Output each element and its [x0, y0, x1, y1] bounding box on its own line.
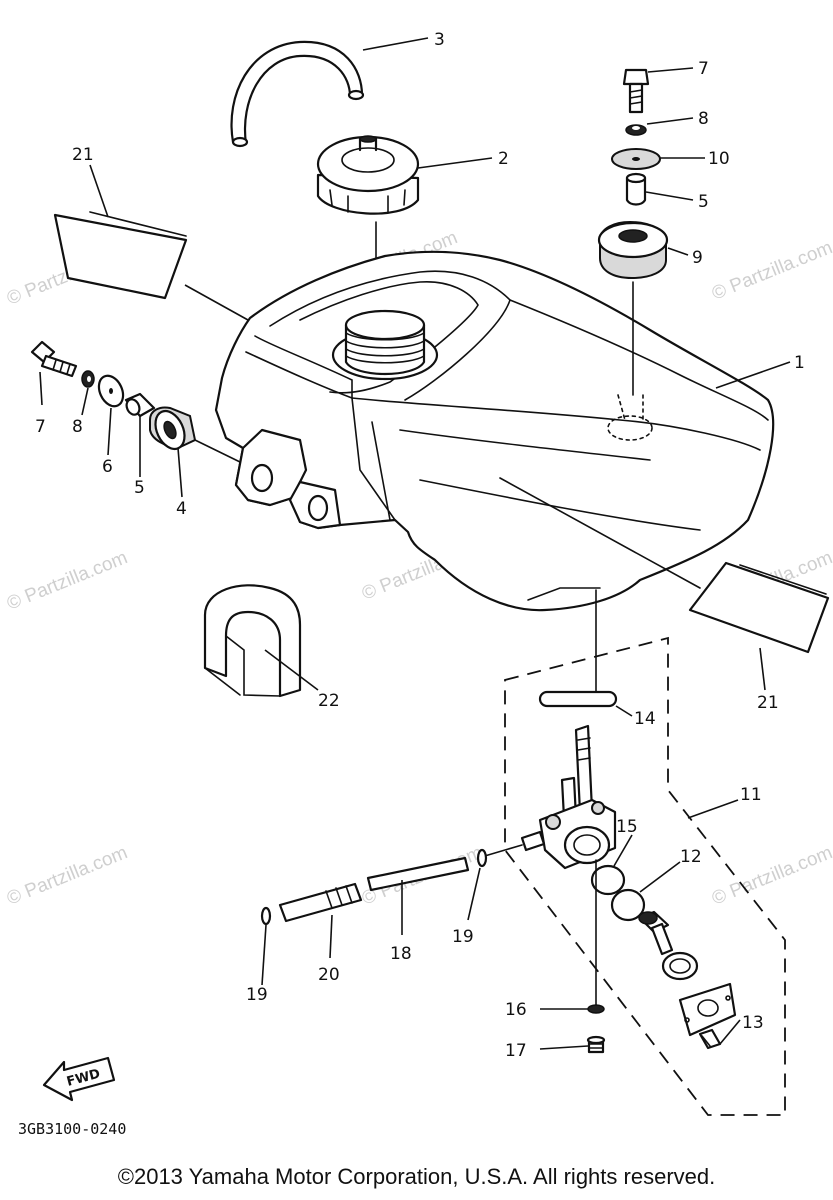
gasket-oring	[538, 690, 618, 708]
callout-8-right: 8	[698, 109, 709, 129]
callout-17: 17	[505, 1041, 527, 1061]
callout-19-right: 19	[452, 927, 474, 947]
copyright-notice: ©2013 Yamaha Motor Corporation, U.S.A. A…	[117, 1164, 716, 1189]
leader-seal-left	[184, 284, 249, 321]
lever-assembly	[638, 910, 699, 981]
fuel-pipe	[278, 882, 363, 923]
diagram-code: 3GB3100-0240	[18, 1120, 126, 1138]
callout-22: 22	[318, 691, 340, 711]
callout-5-right: 5	[698, 192, 709, 212]
lock-washer-right	[625, 124, 647, 136]
hose-clip-right	[476, 848, 488, 868]
fuel-cock-body	[520, 724, 617, 870]
callout-10: 10	[708, 149, 730, 169]
collar-right	[625, 172, 647, 206]
damper-left	[149, 406, 197, 451]
callout-11: 11	[740, 785, 762, 805]
callout-16: 16	[505, 1000, 527, 1020]
hose-clip-left	[260, 906, 272, 926]
callout-18: 18	[390, 944, 412, 964]
watermark: © Partzilla.com	[4, 842, 131, 909]
callout-1: 1	[794, 353, 805, 373]
callout-8-left: 8	[72, 417, 83, 437]
drain-screw	[586, 1035, 606, 1054]
callout-7-left: 7	[35, 417, 46, 437]
fuel-tank	[214, 250, 775, 612]
u-clip	[203, 584, 302, 698]
cover-plate	[678, 982, 737, 1037]
callout-19-left: 19	[246, 985, 268, 1005]
bolt-right	[622, 68, 650, 114]
callout-14: 14	[634, 709, 656, 729]
guide-line-left	[194, 439, 241, 463]
screw-cover	[698, 1028, 722, 1050]
forward-arrow: FWD	[42, 1056, 116, 1102]
bolt-left	[30, 340, 78, 378]
damper-right	[597, 220, 669, 280]
callout-2: 2	[498, 149, 509, 169]
callout-13: 13	[742, 1013, 764, 1033]
callout-labels: 3 2 1 7 8 10 5 9 21 21 7 8 6 5 4 22 14 1…	[35, 30, 805, 1061]
callout-4: 4	[176, 499, 187, 519]
right-mount-stack	[597, 68, 669, 396]
fuel-cap	[316, 135, 420, 215]
washer-right	[611, 148, 661, 170]
callout-7-right: 7	[698, 59, 709, 79]
callout-9: 9	[692, 248, 703, 268]
callout-21-right: 21	[757, 693, 779, 713]
callout-21-left: 21	[72, 145, 94, 165]
watermark: © Partzilla.com	[709, 237, 833, 304]
washer-left	[97, 374, 125, 408]
left-mount-stack	[30, 340, 241, 463]
leader-lines	[39, 37, 791, 1050]
seal-ring	[610, 888, 646, 922]
seal-left	[53, 211, 188, 300]
lock-washer-left	[81, 370, 95, 388]
callout-12: 12	[680, 847, 702, 867]
watermark: © Partzilla.com	[4, 547, 131, 614]
seal-right	[688, 561, 830, 654]
collar-left	[124, 392, 156, 418]
callout-6: 6	[102, 457, 113, 477]
callout-3: 3	[434, 30, 445, 50]
breather-hose	[230, 40, 365, 148]
filter-cup	[590, 864, 626, 896]
watermark: © Partzilla.com	[709, 842, 833, 909]
callout-20: 20	[318, 965, 340, 985]
callout-5-left: 5	[134, 478, 145, 498]
guide-line-seal-right	[499, 477, 701, 589]
callout-15: 15	[616, 817, 638, 837]
fuel-cock-assembly-outline	[504, 636, 786, 1116]
washer-drain	[587, 1004, 605, 1014]
fuel-hose	[366, 856, 470, 892]
